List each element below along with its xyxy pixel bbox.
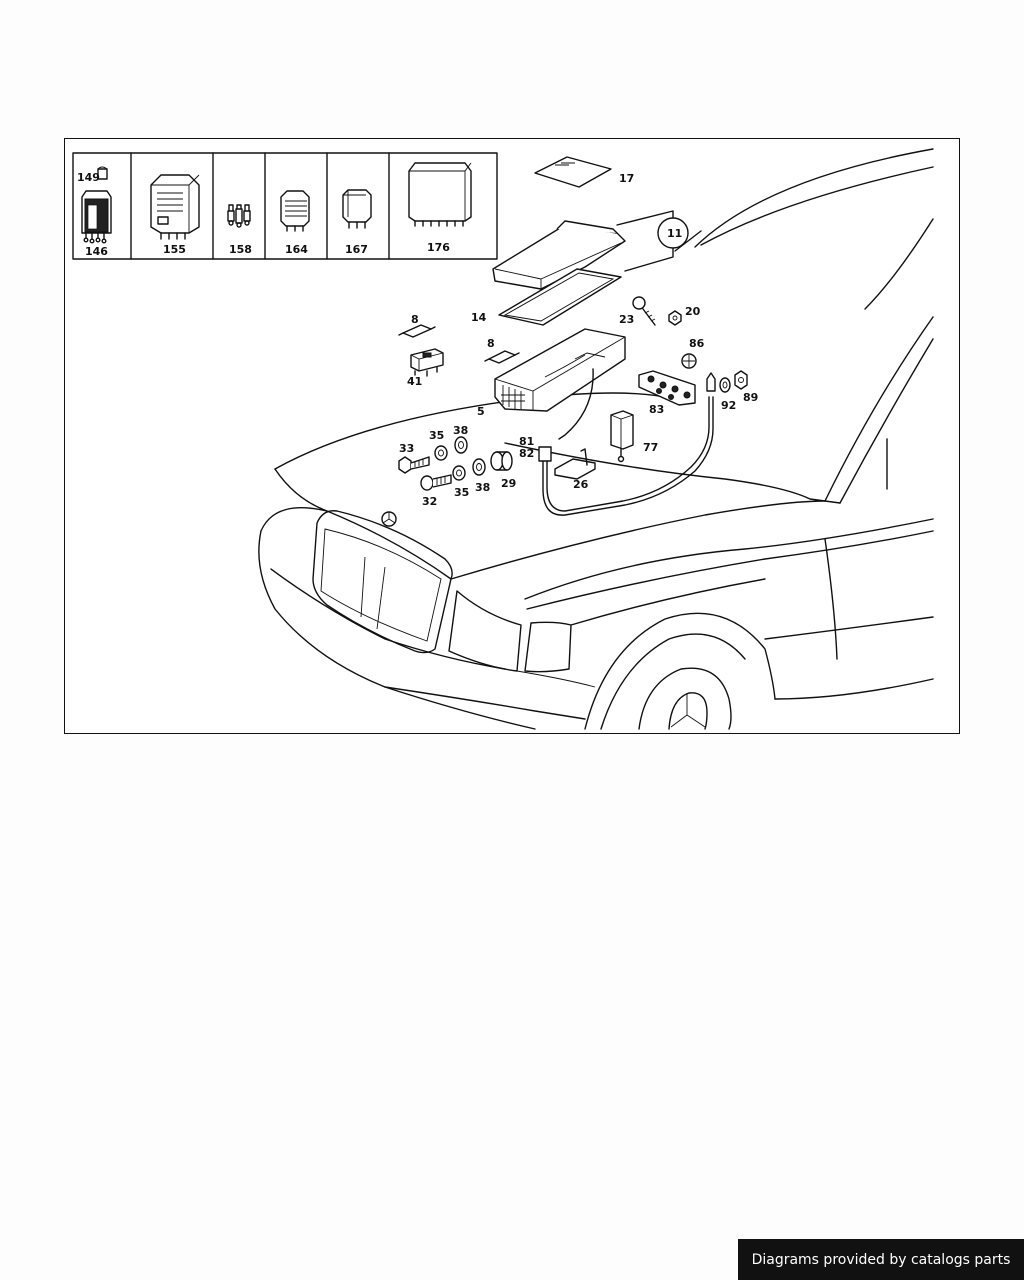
inset-label-155: 155 [163,243,186,256]
inset-label-164: 164 [285,243,308,256]
callout-11: 11 [667,227,682,240]
callout-29: 29 [501,477,516,490]
inset-parts-box: 149 146 155 158 164 167 176 [72,152,498,260]
callout-38-lower: 38 [475,481,490,494]
callout-8-upper: 8 [411,313,419,326]
control-unit-155-icon [150,174,200,240]
nut-89 [734,370,748,390]
connector-77 [610,410,634,463]
washer-38-upper [454,436,468,454]
inset-label-167: 167 [345,243,368,256]
terminal-block-83 [638,370,696,406]
fuse-8-lower [484,350,520,364]
screw-23 [632,296,656,326]
callout-38-upper: 38 [453,424,468,437]
washer-35-lower [452,465,466,481]
nut-86 [681,353,697,369]
relay-146-icon [81,190,112,244]
callout-33: 33 [399,442,414,455]
grommet-29 [490,451,513,471]
fuse-8-upper [398,324,436,338]
fuse-box-seal [498,268,622,326]
callout-82: 82 [519,447,534,460]
washer-38-lower [472,458,486,476]
fuses-158-icon [227,204,251,228]
footer-credit: Diagrams provided by catalogs parts [738,1239,1024,1280]
washer-92 [719,377,731,393]
cover-plate-17 [534,156,612,188]
relay-164-icon [280,190,310,232]
callout-92: 92 [721,399,736,412]
washer-35-upper [434,445,448,461]
bolt-33 [398,456,430,474]
inset-label-149: 149 [77,171,100,184]
callout-8-lower: 8 [487,337,495,350]
callout-26: 26 [573,478,589,491]
relay-41 [410,348,444,377]
callout-circle-11 [657,217,689,249]
bracket-26 [554,448,596,480]
callout-17: 17 [619,172,634,185]
callout-77: 77 [643,441,658,454]
relay-149-icon [97,166,108,180]
star-emblem-icon [381,511,397,527]
car-outline [258,148,934,730]
fuse-box-assembly [398,156,748,516]
callout-86: 86 [689,337,705,350]
control-unit-176-icon [408,162,472,227]
callout-41: 41 [407,375,422,388]
inset-label-146: 146 [85,245,108,258]
parts-diagram: 149 146 155 158 164 167 176 [64,138,960,734]
callout-20: 20 [685,305,701,318]
callout-14: 14 [471,311,487,324]
relay-167-icon [342,189,372,229]
callout-35-upper: 35 [429,429,444,442]
nut-20 [668,310,682,326]
footer-credit-text: Diagrams provided by catalogs parts [751,1251,1011,1268]
inset-label-158: 158 [229,243,252,256]
bolt-32 [420,474,452,491]
callout-32: 32 [422,495,437,508]
callout-83: 83 [649,403,664,416]
callout-89: 89 [743,391,758,404]
ground-cable [538,372,716,516]
callout-81: 81 [519,435,534,448]
fuse-box-lid [492,220,626,290]
front-wheel [638,667,732,730]
fuse-box-housing [494,328,626,440]
inset-label-176: 176 [427,241,450,254]
callout-23: 23 [619,313,634,326]
callout-5: 5 [477,405,485,418]
callout-35-lower: 35 [454,486,469,499]
